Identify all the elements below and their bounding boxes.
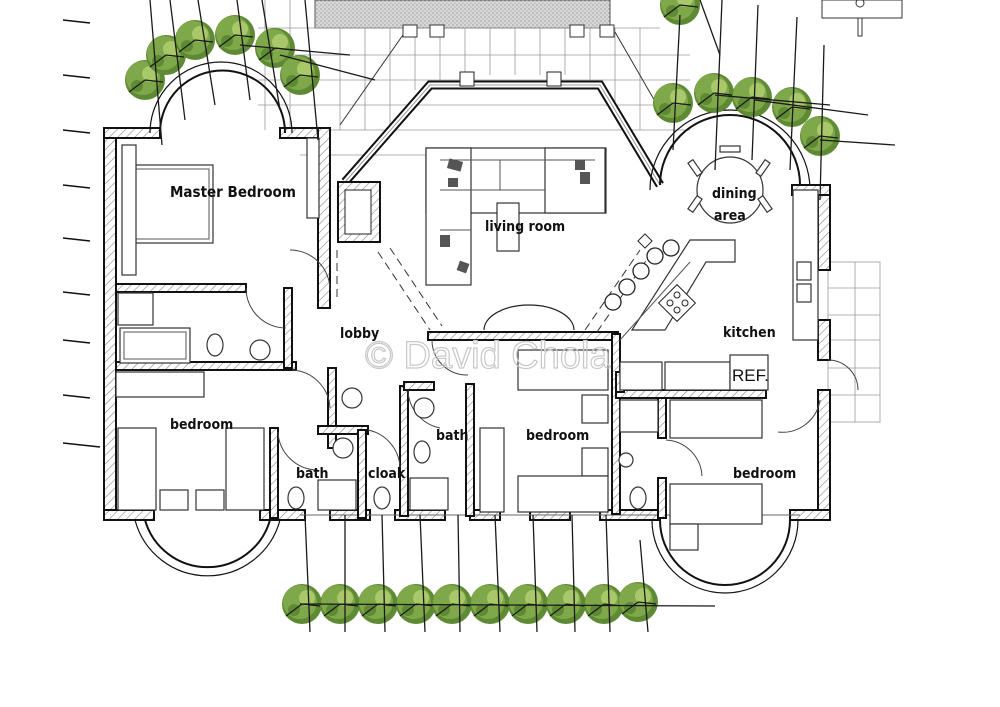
- side-paving: [827, 261, 881, 423]
- interior-walls: [115, 283, 767, 519]
- label-bedroom-left: bedroom: [170, 417, 233, 433]
- label-bedroom-right: bedroom: [733, 466, 796, 482]
- label-bath-left: bath: [296, 466, 329, 482]
- exterior-walls: [103, 61, 831, 594]
- bedroom-right-furniture: [669, 399, 763, 551]
- living-room-furniture: [425, 147, 607, 286]
- bedroom-left-furniture: [115, 371, 265, 511]
- trees-bottom-row: [281, 514, 716, 633]
- terrace-lights: [402, 24, 615, 38]
- master-bedroom-furniture: [121, 137, 320, 276]
- label-master-bedroom: Master Bedroom: [170, 183, 296, 201]
- margin-leader-ticks: [62, 19, 101, 448]
- trees-top-left: [124, 0, 376, 146]
- label-cloak: cloak: [368, 466, 406, 482]
- label-kitchen: kitchen: [723, 325, 776, 341]
- kitchen-furniture: [604, 189, 819, 391]
- small-bath-fixtures: [287, 387, 659, 511]
- label-refrigerator: REF.: [732, 366, 769, 385]
- bedroom-center-furniture: [479, 349, 609, 513]
- label-lobby: lobby: [340, 326, 379, 342]
- paved-terrace: [258, 0, 690, 156]
- label-bedroom-center: bedroom: [526, 428, 589, 444]
- label-dining-area: area: [714, 208, 746, 224]
- room-labels: Master Bedroom living room dining area k…: [170, 183, 796, 482]
- label-living-room: living room: [485, 219, 565, 235]
- label-dining: dining: [712, 186, 757, 202]
- watermark: © David Chola: [365, 335, 611, 377]
- trees-top-right: [652, 0, 896, 201]
- dining-table: [687, 145, 773, 224]
- master-bath-fixtures: [117, 292, 271, 364]
- water-feature: [821, 0, 903, 37]
- label-bath-center: bath: [436, 428, 469, 444]
